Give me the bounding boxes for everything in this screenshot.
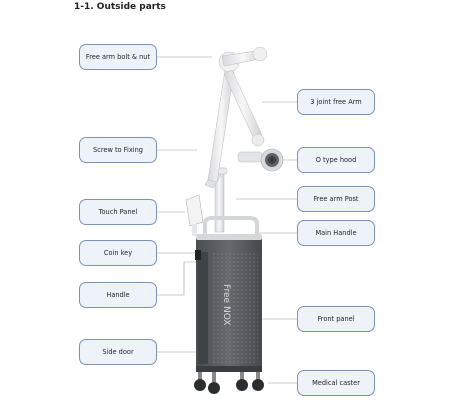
cabinet: Free NOX [195,234,262,372]
label-side-door: Side door [79,339,157,365]
main-handle [203,216,259,236]
medical-casters [194,372,264,394]
label-medical-caster: Medical caster [297,370,375,396]
leader-lines [157,56,297,384]
three-joint-arm [204,46,268,189]
label-free-arm-post: Free arm Post [297,186,375,212]
touch-panel [185,194,204,236]
label-free-arm-bolt-nut: Free arm bolt & nut [79,44,157,70]
label-touch-panel: Touch Panel [79,199,157,225]
device-brand-text: Free NOX [221,284,231,325]
label-coin-key: Coin key [79,240,157,266]
section-title: 1-1. Outside parts [74,2,166,12]
label-main-handle: Main Handle [297,220,375,246]
label-three-joint-free-arm: 3 joint free Arm [297,89,375,115]
label-handle: Handle [79,282,157,308]
label-screw-to-fixing: Screw to Fixing [79,137,157,163]
label-o-type-hood: O type hood [297,147,375,173]
label-front-panel: Front panel [297,306,375,332]
o-type-hood [237,148,284,172]
